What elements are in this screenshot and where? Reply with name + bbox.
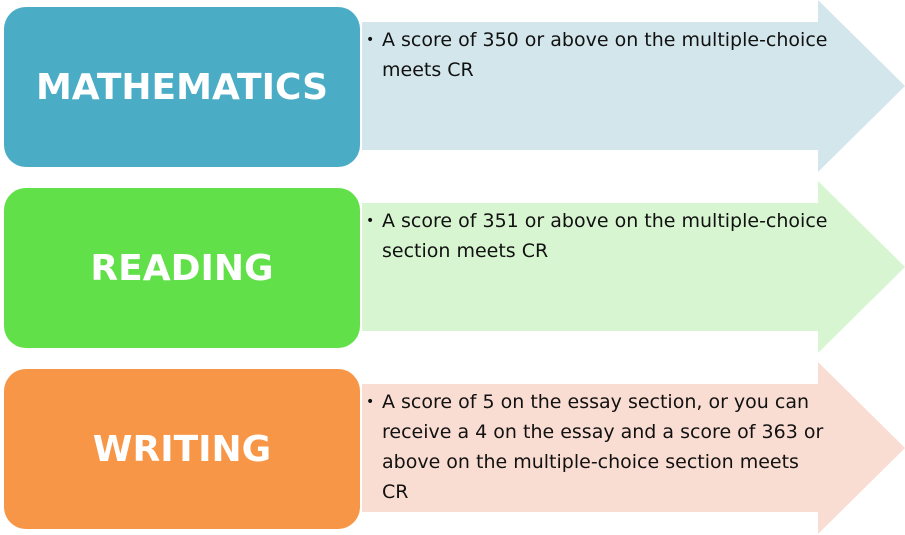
subject-box: READING: [4, 188, 360, 348]
row-mathematics: MATHEMATICS • A score of 350 or above on…: [0, 0, 905, 172]
bullet-icon: •: [366, 394, 375, 410]
arrow-polygon: [362, 362, 905, 534]
bullet-text: A score of 350 or above on the multiple-…: [382, 29, 828, 81]
arrow-shape: [362, 0, 905, 172]
bullet-list: • A score of 350 or above on the multipl…: [366, 25, 828, 85]
bullet-icon: •: [366, 213, 375, 229]
bullet-item: • A score of 5 on the essay section, or …: [366, 387, 828, 507]
bullet-item: • A score of 351 or above on the multipl…: [366, 206, 828, 266]
bullet-list: • A score of 351 or above on the multipl…: [366, 206, 828, 266]
subject-label: READING: [90, 247, 274, 289]
arrow-polygon: [362, 0, 905, 172]
row-writing: WRITING • A score of 5 on the essay sect…: [0, 362, 905, 534]
bullet-list: • A score of 5 on the essay section, or …: [366, 387, 828, 507]
arrow-shape: [362, 362, 905, 534]
arrow-polygon: [362, 181, 905, 353]
bullet-item: • A score of 350 or above on the multipl…: [366, 25, 828, 85]
row-reading: READING • A score of 351 or above on the…: [0, 181, 905, 353]
subject-box: WRITING: [4, 369, 360, 529]
arrow-shape: [362, 181, 905, 353]
bullet-text: A score of 351 or above on the multiple-…: [382, 210, 828, 262]
subject-box: MATHEMATICS: [4, 7, 360, 167]
subject-label: MATHEMATICS: [35, 66, 329, 108]
bullet-icon: •: [366, 32, 375, 48]
subject-label: WRITING: [92, 428, 272, 470]
bullet-text: A score of 5 on the essay section, or yo…: [382, 391, 824, 503]
